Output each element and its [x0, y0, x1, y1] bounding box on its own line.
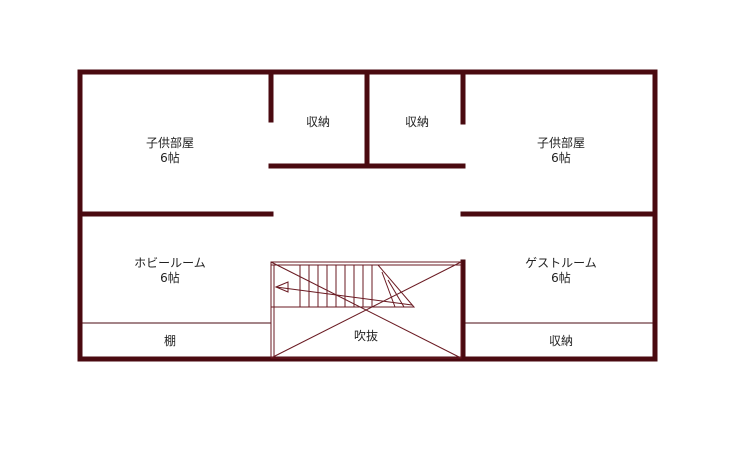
shelf-label: 棚	[164, 333, 176, 348]
kids-room-left-name: 子供部屋	[146, 135, 194, 150]
kids-room-right-name: 子供部屋	[537, 135, 585, 150]
stair-tread	[381, 271, 396, 308]
storage-left-name: 収納	[306, 115, 330, 129]
stair-direction-arrow-icon	[274, 281, 289, 293]
hobby-room-name: ホビールーム	[134, 256, 206, 270]
hobby-room-size: 6帖	[160, 270, 180, 285]
interior-walls	[77, 69, 658, 362]
stair-treads	[299, 265, 405, 308]
guest-room-name: ゲストルーム	[525, 256, 597, 270]
stair-tread	[387, 279, 405, 308]
void-label: 吹抜	[354, 329, 378, 343]
stair-and-void	[270, 261, 462, 359]
room-labels: 子供部屋 6帖 収納 収納 子供部屋 6帖 ホビールーム 6帖 ゲストルーム 6…	[134, 115, 597, 348]
storage-bottom-right-label: 収納	[549, 334, 573, 348]
guest-room-size: 6帖	[551, 270, 571, 285]
kids-room-right-size: 6帖	[551, 150, 571, 165]
kids-room-left-size: 6帖	[160, 150, 180, 165]
storage-right-name: 収納	[405, 115, 429, 129]
